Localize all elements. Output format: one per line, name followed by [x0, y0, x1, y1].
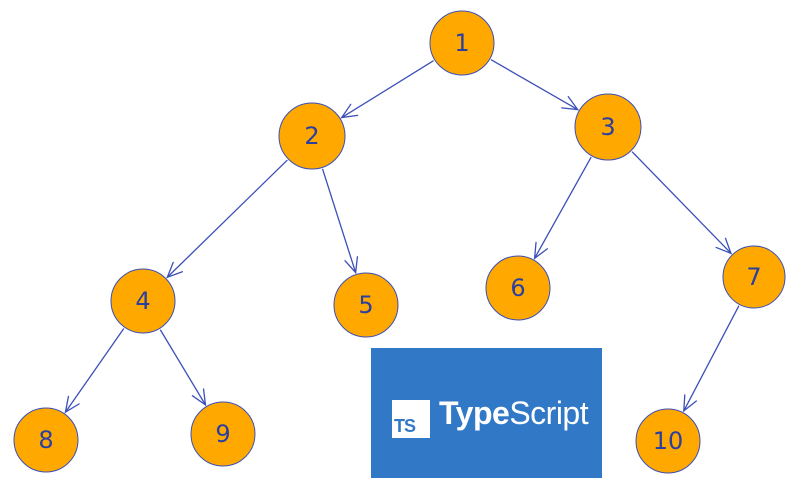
- node-circle: [574, 93, 642, 161]
- tree-node-2: 2: [278, 102, 346, 170]
- typescript-badge-text: TS: [394, 416, 416, 436]
- arrowhead-icon: [683, 394, 698, 413]
- node-label: 9: [215, 420, 230, 448]
- edge-2-5: [322, 168, 359, 275]
- node-label: 2: [304, 122, 319, 150]
- node-label: 10: [653, 427, 684, 455]
- arrowhead-icon: [715, 237, 733, 255]
- arrowhead-icon: [340, 103, 359, 119]
- tree-node-1: 1: [429, 10, 495, 76]
- node-label: 4: [135, 287, 150, 315]
- node-circle: [429, 10, 495, 76]
- wordmark-bold: Type: [439, 395, 510, 431]
- tree-node-8: 8: [13, 407, 79, 473]
- node-circle: [110, 268, 176, 334]
- edge-3-7: [631, 151, 733, 255]
- tree-node-7: 7: [722, 245, 786, 309]
- typescript-wordmark: TypeScript: [439, 395, 589, 432]
- edge-2-4: [166, 159, 288, 279]
- arrowhead-icon: [533, 241, 549, 260]
- tree-node-10: 10: [635, 408, 701, 474]
- arrowhead-icon: [561, 95, 580, 111]
- node-circle: [485, 255, 551, 321]
- node-label: 5: [358, 291, 373, 319]
- node-circle: [635, 408, 701, 474]
- node-circle: [278, 102, 346, 170]
- tree-node-9: 9: [190, 401, 256, 467]
- arrowhead-icon: [64, 395, 80, 414]
- node-circle: [190, 401, 256, 467]
- edge-7-10: [683, 305, 740, 413]
- node-label: 3: [600, 113, 615, 141]
- tree-node-6: 6: [485, 255, 551, 321]
- node-label: 7: [746, 263, 761, 291]
- edge-3-6: [533, 156, 592, 260]
- node-label: 8: [38, 426, 53, 454]
- nodes-layer: 1 2 3 4 5 6 7 8 9 10: [13, 10, 786, 474]
- arrowhead-icon: [166, 261, 183, 279]
- edge-1-2: [340, 60, 434, 119]
- arrowhead-icon: [191, 388, 207, 407]
- node-label: 1: [454, 29, 469, 57]
- tree-node-3: 3: [574, 93, 642, 161]
- node-circle: [722, 245, 786, 309]
- edges-layer: [64, 59, 740, 414]
- edge-1-3: [490, 59, 580, 111]
- node-circle: [333, 272, 399, 338]
- tree-node-5: 5: [333, 272, 399, 338]
- node-circle: [13, 407, 79, 473]
- tree-node-4: 4: [110, 268, 176, 334]
- wordmark-regular: Script: [509, 395, 589, 431]
- typescript-badge-icon: TS: [392, 400, 430, 438]
- typescript-logo: TS TypeScript: [371, 348, 602, 478]
- edge-4-8: [64, 328, 125, 414]
- node-label: 6: [510, 274, 525, 302]
- edge-4-9: [159, 329, 207, 407]
- arrowhead-icon: [344, 256, 359, 275]
